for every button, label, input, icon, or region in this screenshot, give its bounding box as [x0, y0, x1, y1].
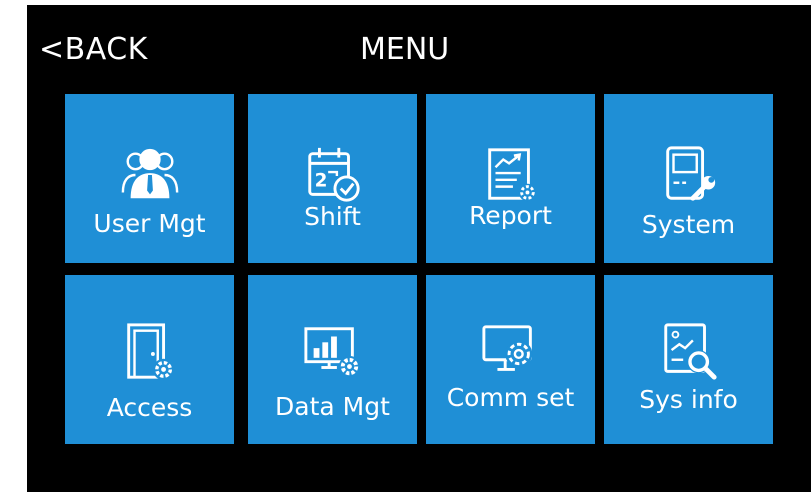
door-gear-icon — [126, 323, 174, 381]
tile-data-mgt[interactable]: Data Mgt — [248, 275, 417, 444]
header-bar: <BACK MENU — [27, 5, 811, 85]
tile-label: Sys info — [639, 385, 738, 414]
document-search-icon — [663, 323, 717, 380]
tile-shift[interactable]: 2 Shift — [248, 94, 417, 263]
users-icon — [121, 148, 178, 199]
monitor-bar-chart-gear-icon — [303, 327, 360, 378]
svg-text:2: 2 — [314, 171, 327, 192]
tile-label: Report — [469, 201, 552, 230]
tile-comm-set[interactable]: Comm set — [426, 275, 595, 444]
device-wrench-icon — [665, 146, 715, 201]
tile-access[interactable]: Access — [65, 275, 234, 444]
tile-label: System — [641, 210, 736, 239]
tile-label: Comm set — [446, 383, 575, 412]
tile-label: Access — [106, 393, 193, 422]
monitor-gear-icon — [481, 325, 532, 371]
tile-sys-info[interactable]: Sys info — [604, 275, 773, 444]
tile-system[interactable]: System — [604, 94, 773, 263]
tile-label: Data Mgt — [275, 392, 390, 421]
tile-label: Shift — [304, 202, 361, 231]
tile-user-mgt[interactable]: User Mgt — [65, 94, 234, 263]
menu-screen: <BACK MENU User Mgt 2 Shift — [27, 5, 811, 492]
tile-report[interactable]: Report — [426, 94, 595, 263]
page-title: MENU — [360, 32, 450, 67]
back-button[interactable]: <BACK — [39, 32, 148, 67]
report-chart-icon — [487, 148, 536, 202]
tile-label: User Mgt — [93, 209, 206, 238]
calendar-check-icon: 2 — [307, 147, 360, 202]
